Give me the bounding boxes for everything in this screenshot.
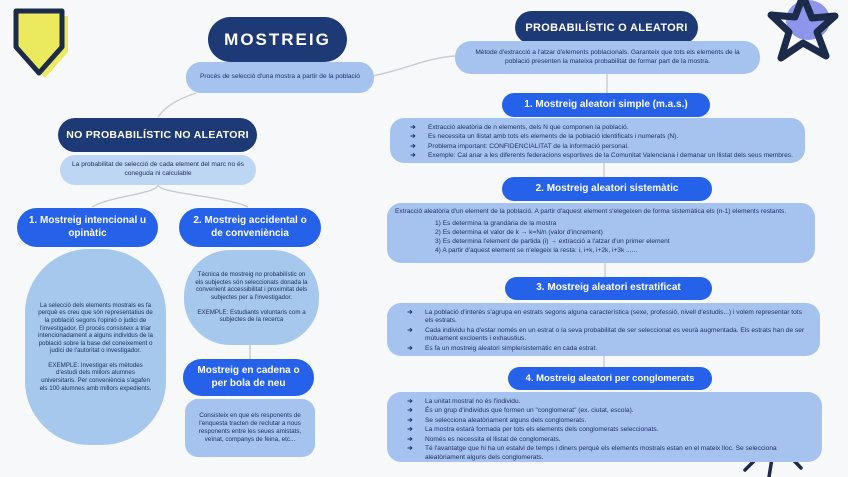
aleatori-estratificat-bullets[interactable]: ➔ La població d'interès s'agrupa en estr… [387, 303, 820, 356]
step-line: 3) Es determina l'element de partida (i)… [435, 238, 670, 246]
step-line: 4) A partir d'aquest element se n'elegei… [435, 247, 638, 255]
example-text: EXEMPLE: Estudiants voluntaris com a sub… [197, 308, 306, 324]
bullet-item: ➔ És un grup d'individus que formen un "… [395, 407, 814, 416]
bullet-text: Només es necessita el llistat de conglom… [425, 435, 561, 443]
arrow-bullet-icon: ➔ [410, 133, 416, 141]
branch-no-probabilistic[interactable]: NO PROBABILÍSTIC NO ALEATORI [58, 118, 257, 152]
mostreig-accidental-description[interactable]: Tècnica de mostreig no probabilístic on … [184, 250, 319, 345]
arrow-bullet-icon: ➔ [407, 397, 413, 405]
bullet-item: ➔ Es necessita un llistat amb tots els e… [398, 133, 797, 142]
aleatori-conglomerats-bullets[interactable]: ➔ La unitat mostral no és l'individu. ➔ … [387, 392, 822, 462]
node-aleatori-conglomerats[interactable]: 4. Mostreig aleatori per conglomerats [508, 367, 712, 390]
arrow-bullet-icon: ➔ [407, 416, 413, 424]
bullet-text: Exemple: Cal anar a les diferents federa… [428, 152, 793, 160]
arrow-bullet-icon: ➔ [410, 142, 416, 150]
sistematic-intro: Extracció aleatòria d'un element de la p… [395, 208, 787, 215]
aleatori-sistematic-description[interactable]: Extracció aleatòria d'un element de la p… [387, 203, 815, 263]
bullet-text: La població d'interès s'agrupa en estrat… [425, 308, 802, 325]
bullet-text: És un grup d'individus que formen un "co… [425, 407, 634, 415]
bullet-item: ➔ Només es necessita el llistat de congl… [395, 436, 814, 445]
bullet-text: Extracció aleatòria de n elements, dels … [428, 123, 629, 131]
arrow-bullet-icon: ➔ [407, 435, 413, 443]
example-text: EXEMPLE: Investigar els mètodes d'estudi… [39, 361, 152, 392]
purple-star-doodle-icon[interactable] [756, 0, 848, 70]
mostreig-cadena-description[interactable]: Consisteix en que els responents de l'en… [185, 399, 315, 457]
bullet-item: ➔ Extracció aleatòria de n elements, del… [398, 124, 797, 133]
arrow-bullet-icon: ➔ [407, 407, 413, 415]
arrow-bullet-icon: ➔ [407, 326, 413, 334]
bullet-item: ➔ Se selecciona aleatòriament alguns del… [395, 417, 814, 426]
sistematic-steps: 1) Es determina la grandària de la mostr… [435, 220, 670, 257]
bullet-item: ➔ La unitat mostral no és l'individu. [395, 398, 814, 407]
bullet-item: ➔ La mostra estarà formada per tots els … [395, 426, 814, 435]
no-probabilistic-note-box[interactable]: La probabilitat de selecció de cada elem… [60, 155, 256, 185]
bullet-item: ➔ La població d'interès s'agrupa en estr… [395, 309, 812, 326]
bullet-item: ➔ Exemple: Cal anar a les diferents fede… [398, 152, 797, 161]
bullet-text: Se selecciona aleatòriament alguns dels … [425, 416, 587, 424]
node-aleatori-estratificat[interactable]: 3. Mostreig aleatori estratificat [505, 277, 712, 300]
arrow-bullet-icon: ➔ [407, 308, 413, 316]
bullet-text: Té l'avantatge que hi ha un estalvi de t… [425, 445, 777, 461]
description-text: Tècnica de mostreig no probabilístic on … [195, 271, 308, 301]
yellow-shield-badge-icon[interactable] [10, 6, 72, 82]
bullet-text: Problema important: CONFIDENCIALITAT de … [428, 142, 629, 150]
step-line: 1) Es determina la grandària de la mostr… [435, 220, 557, 228]
mostreig-intencional-description[interactable]: La selecció dels elements mostrals es fa… [25, 249, 166, 445]
bullet-item: ➔ Es fa un mostreig aleatori simple/sist… [395, 345, 812, 354]
node-mostreig-cadena[interactable]: Mostreig en cadena o per bola de neu [183, 359, 314, 396]
root-definition-box[interactable]: Procés de selecció d'una mostra a partir… [186, 62, 374, 93]
node-aleatori-simple[interactable]: 1. Mostreig aleatori simple (m.a.s.) [502, 93, 710, 117]
aleatori-simple-bullets[interactable]: ➔ Extracció aleatòria de n elements, del… [390, 118, 805, 163]
bullet-text: Es necessita un llistat amb tots els ele… [428, 133, 679, 141]
bullet-text: La mostra estarà formada per tots els el… [425, 426, 659, 434]
branch-probabilistic[interactable]: PROBABILÍSTIC O ALEATORI [515, 11, 698, 44]
arrow-bullet-icon: ➔ [410, 152, 416, 160]
probabilistic-intro-box[interactable]: Mètode d'extracció a l'atzar d'elements … [455, 41, 760, 74]
root-node-mostreig[interactable]: MOSTREIG [208, 17, 347, 62]
node-mostreig-intencional[interactable]: 1. Mostreig intencional u opinàtic [17, 208, 158, 247]
bullet-item: ➔ Té l'avantatge que hi ha un estalvi de… [395, 445, 814, 462]
node-aleatori-sistematic[interactable]: 2. Mostreig aleatori sistemàtic [502, 177, 712, 201]
bullet-text: La unitat mostral no és l'individu. [425, 397, 521, 405]
arrow-bullet-icon: ➔ [407, 445, 413, 453]
node-mostreig-accidental[interactable]: 2. Mostreig accidental o de conveniència [179, 208, 321, 247]
step-line: 2) Es determina el valor de k → k=N/n (v… [435, 229, 603, 237]
arrow-bullet-icon: ➔ [407, 344, 413, 352]
description-text: La selecció dels elements mostrals es fa… [38, 301, 153, 355]
bullet-text: Es fa un mostreig aleatori simple/sistem… [425, 344, 598, 352]
bullet-item: ➔ Cada individu ha d'estar només en un e… [395, 327, 812, 344]
arrow-bullet-icon: ➔ [410, 123, 416, 131]
bullet-item: ➔ Problema important: CONFIDENCIALITAT d… [398, 143, 797, 152]
bullet-text: Cada individu ha d'estar només en un est… [425, 326, 805, 343]
arrow-bullet-icon: ➔ [407, 426, 413, 434]
